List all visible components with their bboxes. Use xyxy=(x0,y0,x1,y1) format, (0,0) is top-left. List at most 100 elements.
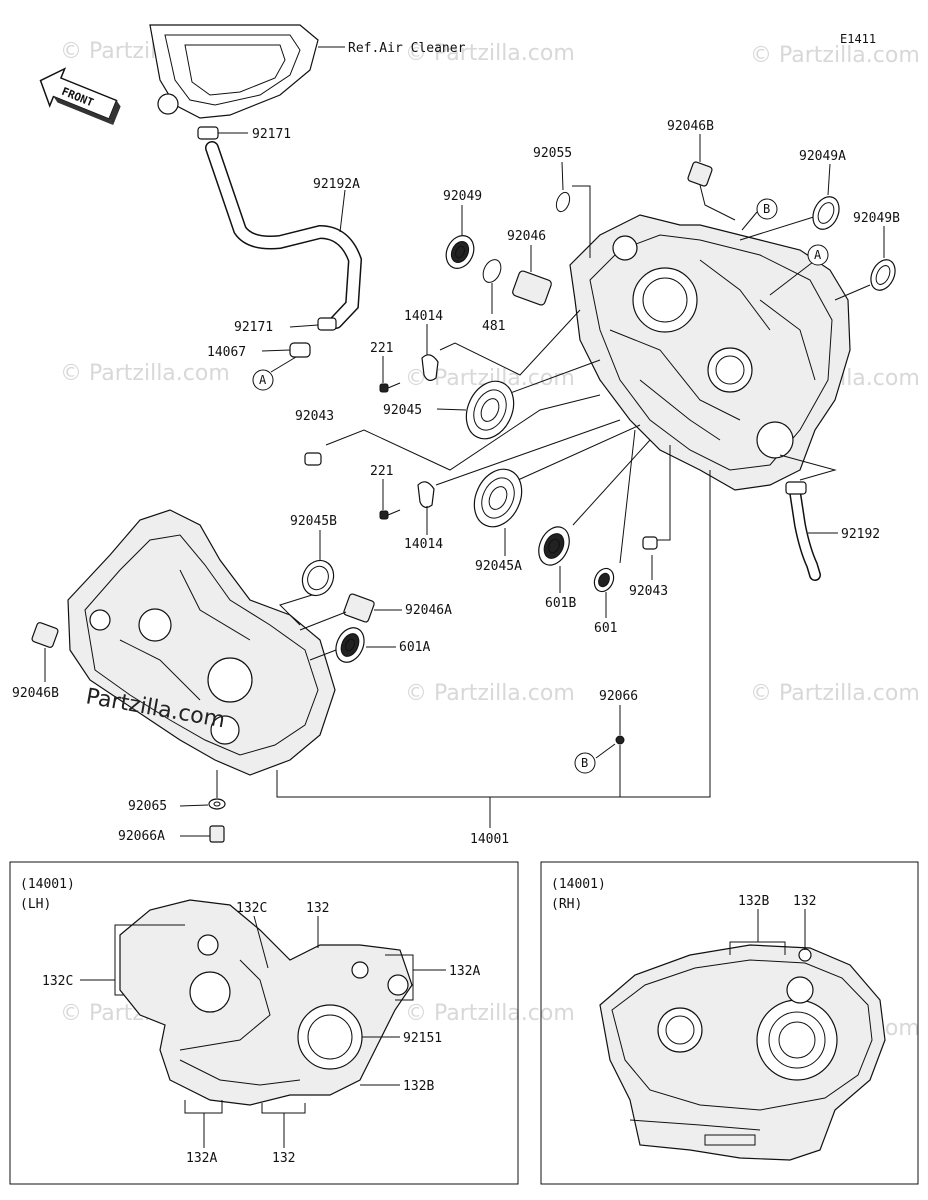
air-cleaner-ref: Ref.Air Cleaner xyxy=(149,24,466,119)
needle-bearing-part xyxy=(512,270,552,306)
ball-bearing-race xyxy=(598,572,610,588)
bracket-line xyxy=(276,470,711,798)
screw-shank xyxy=(387,509,401,516)
part-label-132: 132 xyxy=(306,901,329,916)
bore-inner xyxy=(778,1021,816,1059)
clamp-part xyxy=(197,126,219,140)
watermark: © Partzilla.com xyxy=(750,681,920,706)
callout-a xyxy=(252,369,274,391)
part-label-14014: 14014 xyxy=(404,537,443,552)
leader-line xyxy=(656,445,671,541)
part-221-bot: 221 xyxy=(370,464,401,520)
dowel-pin-part xyxy=(304,452,322,466)
part-label-92065: 92065 xyxy=(128,799,167,814)
part-14014-bot: 14014 xyxy=(404,481,443,552)
rh-case-detail xyxy=(704,1134,756,1146)
part-601B: 601B xyxy=(538,526,576,611)
part-label-132C: 132C xyxy=(42,974,73,989)
part-92049: 92049 xyxy=(443,189,482,269)
leader-line xyxy=(289,324,319,328)
leader-line xyxy=(299,611,347,631)
washer-part xyxy=(208,798,226,810)
part-92046B-top: 92046B xyxy=(667,119,714,187)
crankcase-lh-body xyxy=(67,509,336,776)
dowel-pin-part xyxy=(642,536,658,550)
part-92045B: 92045B xyxy=(279,514,337,626)
watermark: © Partzilla.com xyxy=(405,681,575,706)
leader-line xyxy=(572,439,651,526)
bearing-bore xyxy=(612,235,638,261)
bore-inner xyxy=(768,1011,826,1069)
bearing-bore xyxy=(210,715,240,745)
part-92066: 92066 B xyxy=(574,689,638,797)
leader-line xyxy=(619,429,636,564)
inset-rh: (14001) (RH) 132B 132 xyxy=(540,861,919,1185)
bore xyxy=(657,1007,703,1053)
callout-a-label: A xyxy=(259,373,267,387)
needle-bearing-part xyxy=(687,161,713,187)
part-label-92045B: 92045B xyxy=(290,514,337,529)
part-label-132: 132 xyxy=(272,1151,295,1166)
watermark: © Partzilla.com xyxy=(405,41,575,66)
needle-bearing-part xyxy=(343,593,375,623)
crankcase-lh xyxy=(67,509,336,776)
leader-bracket xyxy=(261,1103,306,1114)
leader-line xyxy=(517,424,641,481)
part-label-132A: 132A xyxy=(449,964,480,979)
fitting-part xyxy=(289,342,311,358)
leader-line xyxy=(572,185,591,258)
washer-bore xyxy=(213,801,221,807)
leader-line xyxy=(261,349,291,352)
part-label-92055: 92055 xyxy=(533,146,572,161)
oil-seal-bore xyxy=(455,245,465,259)
leader-line xyxy=(325,394,601,471)
bearing-bore xyxy=(207,657,253,703)
ball-bearing-bore xyxy=(345,638,355,652)
retainer-plate-part xyxy=(417,481,435,508)
part-14001: 14001 xyxy=(276,470,711,847)
part-92049B: 92049B xyxy=(853,211,900,291)
part-label-92045: 92045 xyxy=(383,403,422,418)
inset-lh-header-2: (LH) xyxy=(20,897,51,912)
part-label-132A: 132A xyxy=(186,1151,217,1166)
part-92043-left: 92043 xyxy=(295,409,334,466)
part-label-221: 221 xyxy=(370,341,393,356)
ball-bearing-part xyxy=(473,468,523,528)
crankcase-lh-detail xyxy=(84,534,319,756)
inset-rh-header-2: (RH) xyxy=(551,897,582,912)
leader-line xyxy=(741,211,758,231)
part-label-601A: 601A xyxy=(399,640,430,655)
leader-line xyxy=(279,594,313,626)
oil-seal-part xyxy=(870,259,896,291)
part-label-14067: 14067 xyxy=(207,345,246,360)
callout-a xyxy=(807,244,829,266)
front-arrow-shadow xyxy=(53,96,114,125)
air-cleaner-outlet xyxy=(157,93,179,115)
circlip-part xyxy=(482,259,502,283)
clamp-part xyxy=(317,317,337,331)
ball-bearing-race xyxy=(481,477,515,519)
callout-b-label: B xyxy=(763,202,770,216)
leader-line xyxy=(439,309,581,376)
part-92055: 92055 xyxy=(533,146,572,213)
part-601: 601 xyxy=(593,567,617,636)
lh-case-detail xyxy=(179,959,271,1051)
bore xyxy=(798,948,812,962)
bearing-bore-inner xyxy=(715,355,745,385)
watermark: © Partzilla.com xyxy=(405,1001,575,1026)
ball-bearing-part xyxy=(465,380,515,440)
part-label-14014: 14014 xyxy=(404,309,443,324)
leader-line xyxy=(595,743,616,759)
front-arrow-shadow xyxy=(109,100,121,125)
lh-case-detail xyxy=(179,1059,301,1086)
ball-bearing-bore xyxy=(480,398,500,422)
leader-line xyxy=(561,161,564,191)
part-601A: 601A xyxy=(309,627,430,663)
leader-line xyxy=(699,184,736,221)
bearing-bore xyxy=(138,608,172,642)
plug-part xyxy=(615,735,625,745)
part-label-92049: 92049 xyxy=(443,189,482,204)
part-label-92192A: 92192A xyxy=(313,177,360,192)
part-label-92066: 92066 xyxy=(599,689,638,704)
